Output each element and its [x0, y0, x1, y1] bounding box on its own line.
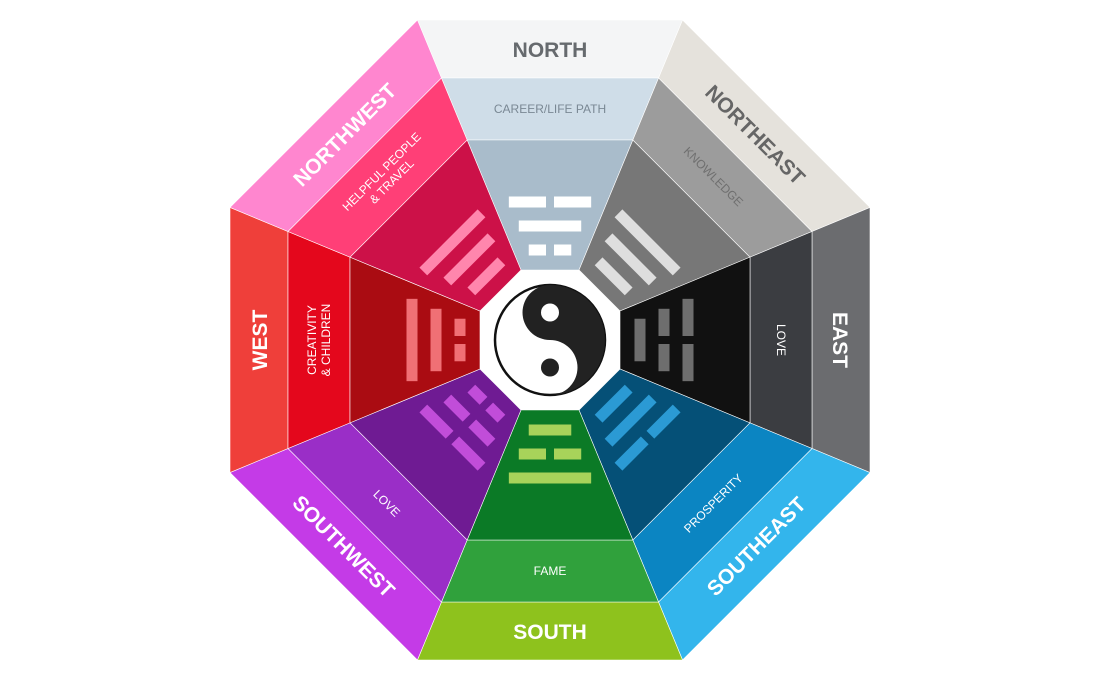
trigram-line-solid [634, 318, 646, 362]
trigram-line-solid [443, 233, 496, 286]
sector-south-area-label: FAME [534, 564, 567, 578]
trigram-line-broken [682, 344, 694, 382]
trigram-line-solid [594, 384, 633, 423]
trigram-line-broken [554, 244, 572, 256]
trigram-line-solid [518, 220, 582, 232]
yin-yang-center [480, 270, 620, 410]
trigram-line-broken [658, 344, 670, 372]
trigram-line-broken [468, 419, 496, 447]
trigram-line-broken [454, 344, 466, 362]
trigram-line-broken [443, 394, 471, 422]
sector-north-area-label: CAREER/LIFE PATH [494, 102, 606, 116]
trigram-line-solid [594, 257, 633, 296]
trigram-line-solid [508, 472, 592, 484]
sector-east: LOVE EAST [619, 207, 871, 473]
sector-east-area-label: LOVE [774, 324, 788, 356]
sector-northwest-inner-band [349, 139, 522, 312]
trigram-line-broken [419, 404, 454, 439]
trigram-line-broken [658, 308, 670, 336]
trigram-line-solid [419, 209, 486, 276]
trigram-line-broken [518, 448, 546, 460]
sector-south-direction-label: SOUTH [513, 621, 587, 644]
trigram-line-broken [614, 436, 649, 471]
trigram-line-broken [467, 384, 488, 405]
yin-yang-icon [493, 283, 607, 397]
sector-south: FAME SOUTH [417, 409, 683, 661]
trigram-line-broken [454, 318, 466, 336]
trigram-line-solid [528, 424, 572, 436]
trigram-line-broken [451, 436, 486, 471]
trigram-line-broken [528, 244, 546, 256]
trigram-line-broken [554, 448, 582, 460]
sector-north: CAREER/LIFE PATH NORTH [417, 19, 683, 271]
trigram-line-solid [604, 233, 657, 286]
sector-west-area-label: CREATIVITY& CHILDREN [305, 304, 333, 377]
trigram-line-broken [554, 196, 592, 208]
bagua-sectors: CAREER/LIFE PATHNORTHKNOWLEDGENORTHEASTL… [229, 19, 871, 661]
trigram-line-solid [614, 209, 681, 276]
sector-north-direction-label: NORTH [513, 39, 588, 62]
trigram-line-broken [646, 404, 681, 439]
trigram-line-solid [467, 257, 506, 296]
trigram-line-broken [485, 402, 506, 423]
sector-west-direction-label: WEST [249, 310, 272, 371]
trigram-line-solid [430, 308, 442, 372]
trigram-line-broken [682, 298, 694, 336]
trigram-line-solid [406, 298, 418, 382]
sector-west: CREATIVITY& CHILDREN WEST [229, 207, 481, 473]
trigram-line-solid [604, 394, 657, 447]
sector-east-direction-label: EAST [828, 312, 851, 368]
trigram-line-broken [508, 196, 546, 208]
